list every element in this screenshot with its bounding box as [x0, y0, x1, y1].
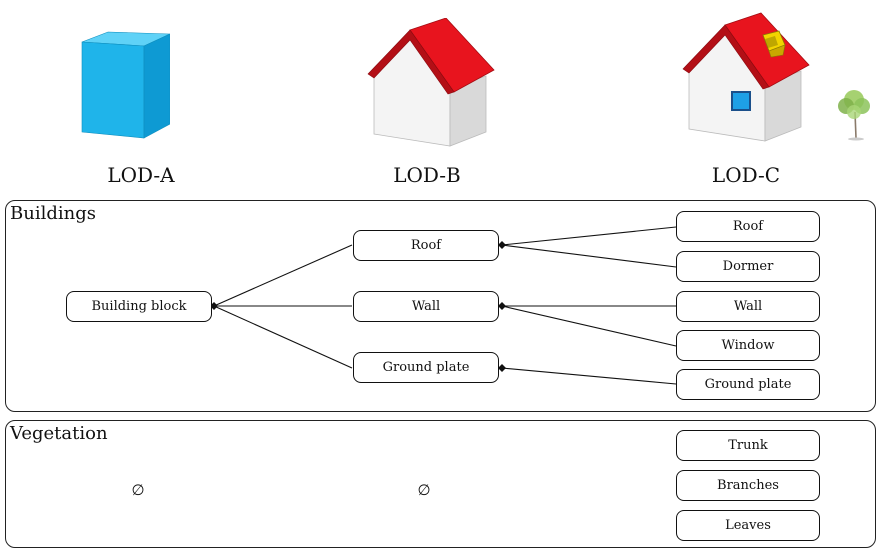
- node-label: Building block: [91, 299, 187, 314]
- node-wall-b: Wall: [353, 291, 499, 322]
- node-ground-plate-c: Ground plate: [676, 369, 820, 400]
- node-roof-b: Roof: [353, 230, 499, 261]
- node-label: Wall: [411, 299, 441, 314]
- node-label: Roof: [410, 238, 442, 253]
- node-label: Roof: [732, 219, 764, 234]
- node-ground-plate-b: Ground plate: [353, 352, 499, 383]
- node-roof-c: Roof: [676, 211, 820, 242]
- lod-c-house-illustration: [682, 12, 810, 142]
- lod-c-label: LOD-C: [711, 163, 781, 187]
- node-window-c: Window: [676, 330, 820, 361]
- cube-front-face: [81, 41, 145, 139]
- node-label: Leaves: [725, 518, 771, 533]
- lod-a-cube-illustration: [81, 31, 170, 139]
- node-label: Window: [721, 338, 775, 353]
- node-building-block: Building block: [66, 291, 212, 322]
- node-wall-c: Wall: [676, 291, 820, 322]
- node-branches-c: Branches: [676, 470, 820, 501]
- lod-a-label: LOD-A: [107, 163, 175, 187]
- tree-illustration: [838, 90, 870, 141]
- node-label: Ground plate: [382, 360, 470, 375]
- node-leaves-c: Leaves: [676, 510, 820, 541]
- node-dormer-c: Dormer: [676, 251, 820, 282]
- vegetation-panel-title: Vegetation: [10, 423, 108, 444]
- vegetation-panel: Vegetation: [5, 420, 876, 548]
- lod-b-label: LOD-B: [393, 163, 461, 187]
- buildings-panel: Buildings: [5, 200, 876, 412]
- node-label: Wall: [733, 299, 763, 314]
- roof-front-edge: [367, 29, 455, 95]
- window: [731, 91, 751, 111]
- roof-front-edge: [682, 24, 770, 90]
- vegetation-lod-b-empty-symbol: ∅: [417, 481, 431, 499]
- node-label: Ground plate: [704, 377, 792, 392]
- node-label: Trunk: [728, 438, 768, 453]
- lod-b-house-illustration: [367, 18, 495, 147]
- cube-side-face: [143, 33, 170, 139]
- node-label: Dormer: [722, 259, 774, 274]
- vegetation-lod-a-empty-symbol: ∅: [131, 481, 145, 499]
- node-trunk-c: Trunk: [676, 430, 820, 461]
- buildings-panel-title: Buildings: [10, 203, 96, 224]
- node-label: Branches: [717, 478, 779, 493]
- dormer: [762, 30, 786, 58]
